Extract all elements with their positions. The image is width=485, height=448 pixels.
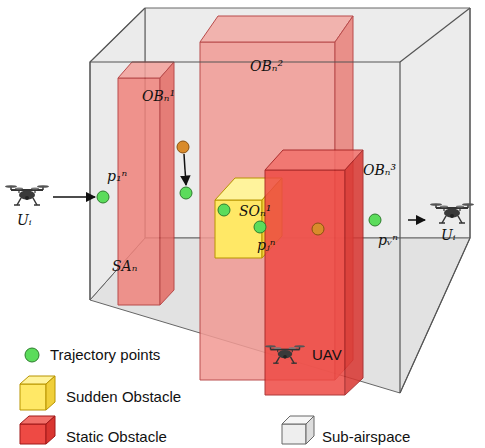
trajectory-point: pᵥⁿ xyxy=(368,205,408,255)
node-label: OBₙ² xyxy=(250,58,283,74)
uav: Uᵢ xyxy=(3,180,53,235)
uav: Uᵢ xyxy=(425,195,483,250)
replan-arrow xyxy=(184,154,186,185)
legend-airspace-icon xyxy=(282,416,314,444)
static-obstacle-3 xyxy=(265,150,363,395)
node-label: Uᵢ xyxy=(17,212,32,228)
legend-text: Trajectory points xyxy=(50,346,160,364)
node-label: SOₙ¹ xyxy=(239,203,271,219)
trajectory-points xyxy=(97,187,381,233)
flight-arrow xyxy=(408,219,425,221)
node-label: p₁ⁿ xyxy=(107,168,127,184)
legend-point-icon xyxy=(25,348,39,362)
static-obstacle: OBₙ² xyxy=(200,16,360,380)
node-label: pᵥⁿ xyxy=(378,232,398,248)
original-points xyxy=(177,141,324,235)
legend-sudden-icon xyxy=(20,376,55,410)
node-label: pⱼⁿ xyxy=(257,237,275,253)
trajectory-point: p₁ⁿ xyxy=(95,168,135,208)
legend-text: UAV xyxy=(312,346,342,364)
flight-arrow xyxy=(53,196,95,198)
node-label: OBₙ¹ xyxy=(142,88,175,104)
node-label: Uᵢ xyxy=(441,227,456,243)
legend-text: Sub-airspace xyxy=(322,428,410,446)
legend-static-icon xyxy=(20,416,55,444)
legend-uav-icon xyxy=(265,345,305,363)
node-label: SAₙ xyxy=(112,258,137,274)
trajectory-point: pⱼⁿ xyxy=(245,215,285,260)
sub-airspace: SAₙ OBₙ¹ OBₙ² OBₙ³ SOₙ¹ p₁ⁿ pⱼⁿ pᵥⁿ xyxy=(88,6,472,396)
legend-text: Static Obstacle xyxy=(66,428,167,446)
uav-icon xyxy=(430,203,474,223)
uav-icon xyxy=(5,185,49,205)
node-label: OBₙ³ xyxy=(363,162,396,178)
airspace-front-edges xyxy=(90,8,470,393)
legend-text: Sudden Obstacle xyxy=(66,388,181,406)
